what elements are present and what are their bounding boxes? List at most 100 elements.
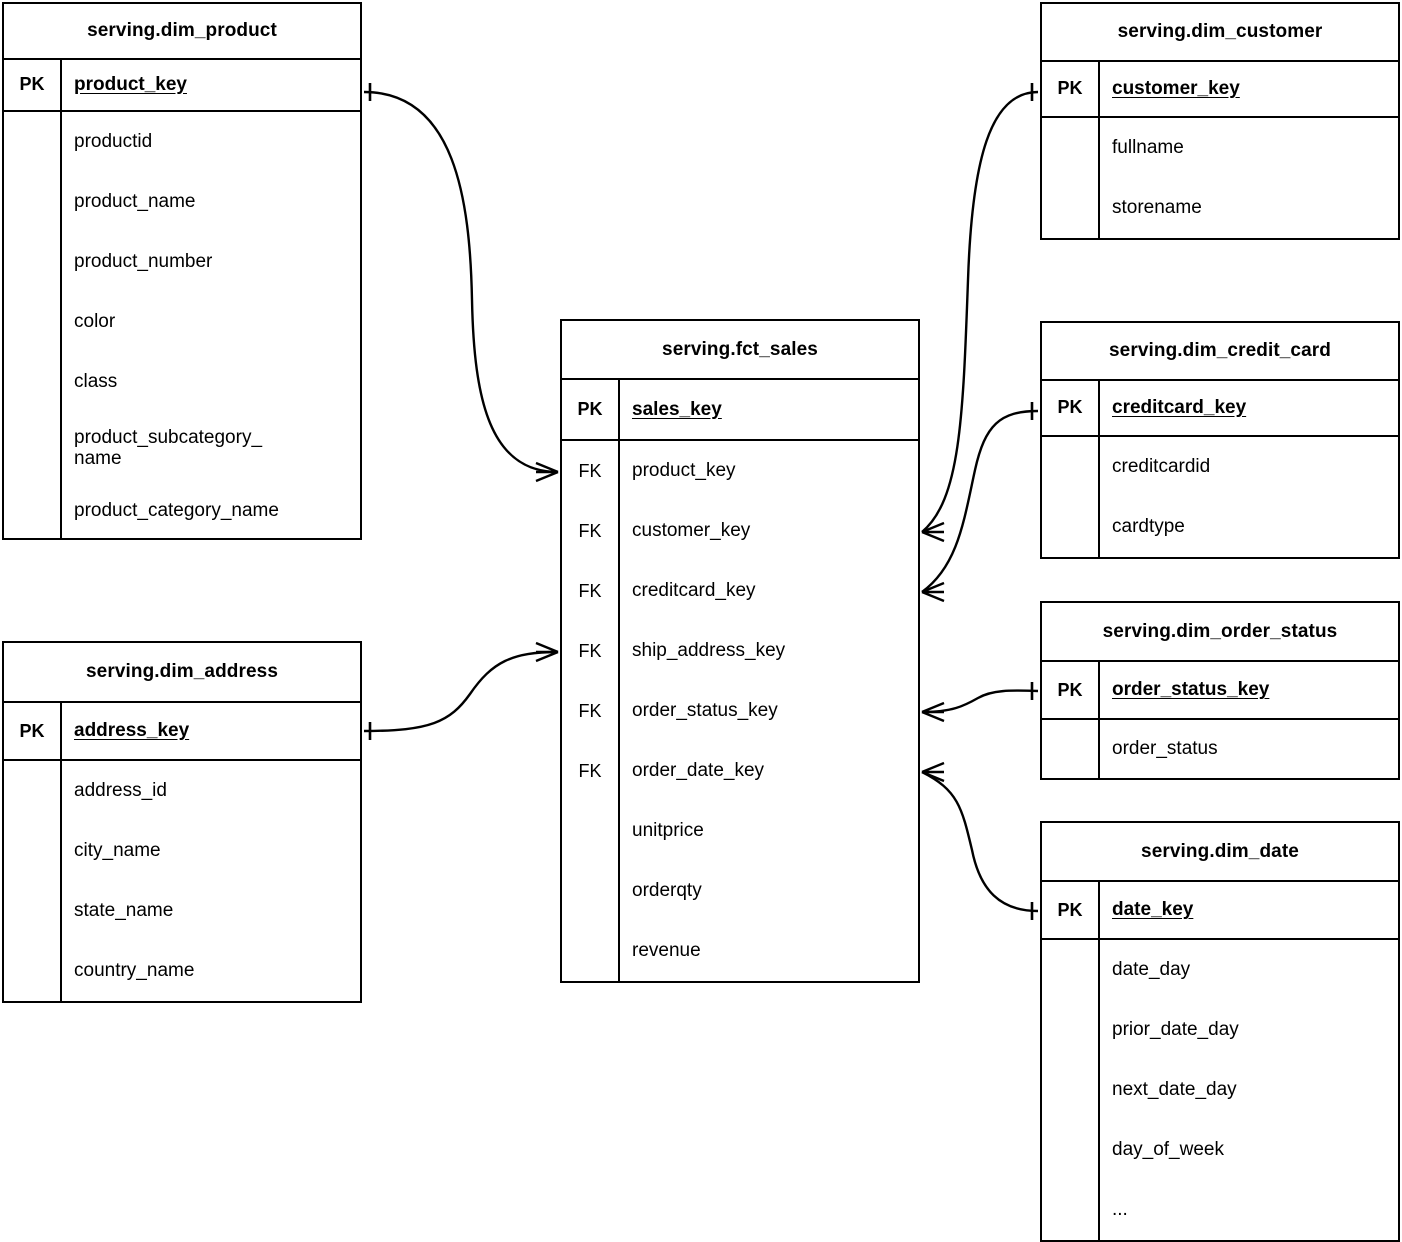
pk-row-dim-order-status: PK order_status_key — [1042, 662, 1398, 720]
relationship-date-to-sales — [921, 761, 1039, 920]
key-column-dim-credit-card — [1042, 437, 1100, 557]
columns-dim-product: productid product_name product_number co… — [62, 112, 360, 538]
pk-column-dim-date: date_key — [1100, 882, 1398, 938]
entity-title-dim-order-status: serving.dim_order_status — [1042, 603, 1398, 663]
key-column-dim-address — [4, 761, 62, 1001]
column-row: creditcard_key — [632, 580, 756, 602]
column-row: ... — [1112, 1199, 1128, 1221]
fk-badge: FK — [578, 700, 602, 721]
pk-column-label-dim-date: date_key — [1112, 899, 1194, 921]
column-row: fullname — [1112, 137, 1184, 159]
body-dim-address: address_id city_name state_name country_… — [4, 761, 360, 1001]
body-dim-date: date_day prior_date_day next_date_day da… — [1042, 940, 1398, 1240]
key-column-fct-sales: FK FK FK FK FK FK — [562, 441, 620, 981]
pk-column-label-dim-credit-card: creditcard_key — [1112, 396, 1247, 418]
column-row: city_name — [74, 840, 161, 862]
entity-dim-customer[interactable]: serving.dim_customer PK customer_key ful… — [1040, 2, 1400, 240]
pk-column-label-dim-product: product_key — [74, 73, 187, 95]
pk-badge-dim-product: PK — [4, 59, 62, 110]
entity-dim-credit-card[interactable]: serving.dim_credit_card PK creditcard_ke… — [1040, 321, 1400, 559]
entity-fct-sales[interactable]: serving.fct_sales PK sales_key FK FK FK … — [560, 319, 920, 983]
pk-column-label-fct-sales: sales_key — [632, 398, 722, 420]
pk-column-label-dim-address: address_key — [74, 720, 190, 741]
entity-dim-address[interactable]: serving.dim_address PK address_key addre… — [2, 641, 362, 1003]
key-column-dim-date — [1042, 940, 1100, 1240]
body-dim-order-status: order_status — [1042, 720, 1398, 778]
pk-column-dim-customer: customer_key — [1100, 62, 1398, 116]
fk-badge: FK — [578, 460, 602, 481]
pk-badge-dim-order-status: PK — [1042, 662, 1100, 718]
pk-column-fct-sales: sales_key — [620, 380, 918, 439]
pk-badge-dim-address: PK — [4, 703, 62, 759]
pk-column-label-dim-customer: customer_key — [1112, 77, 1240, 99]
columns-dim-customer: fullname storename — [1100, 118, 1398, 238]
body-dim-credit-card: creditcardid cardtype — [1042, 437, 1398, 557]
entity-dim-order-status[interactable]: serving.dim_order_status PK order_status… — [1040, 601, 1400, 780]
fk-badge: FK — [578, 580, 602, 601]
key-column-dim-product — [4, 112, 62, 538]
pk-row-dim-product: PK product_key — [4, 59, 360, 112]
pk-column-dim-order-status: order_status_key — [1100, 662, 1398, 718]
fk-badge: FK — [578, 760, 602, 781]
pk-badge-fct-sales: PK — [562, 380, 620, 439]
column-row: order_date_key — [632, 760, 765, 782]
column-row: state_name — [74, 900, 174, 922]
column-row: prior_date_day — [1112, 1019, 1239, 1041]
columns-dim-address: address_id city_name state_name country_… — [62, 761, 360, 1001]
column-row: orderqty — [632, 880, 702, 902]
column-row: order_status — [1112, 738, 1218, 760]
pk-badge-dim-credit-card: PK — [1042, 380, 1100, 435]
column-row: product_name — [74, 191, 196, 213]
column-row: next_date_day — [1112, 1079, 1237, 1101]
key-column-dim-customer — [1042, 118, 1100, 238]
column-row: creditcardid — [1112, 456, 1211, 478]
entity-title-dim-date: serving.dim_date — [1042, 823, 1398, 883]
column-row: productid — [74, 131, 153, 153]
relationship-product-to-sales — [363, 83, 559, 483]
column-row: product_subcategory_ name — [74, 426, 263, 469]
pk-badge-dim-date: PK — [1042, 882, 1100, 938]
entity-title-dim-credit-card: serving.dim_credit_card — [1042, 323, 1398, 381]
pk-badge-dim-customer: PK — [1042, 61, 1100, 116]
relationship-credit-card-to-sales — [921, 402, 1039, 603]
pk-row-dim-address: PK address_key — [4, 703, 360, 761]
fk-badge: FK — [578, 640, 602, 661]
column-row: cardtype — [1112, 516, 1185, 538]
column-row: day_of_week — [1112, 1139, 1224, 1161]
pk-column-label-dim-order-status: order_status_key — [1112, 679, 1270, 701]
column-row: customer_key — [632, 520, 751, 542]
column-row: date_day — [1112, 959, 1191, 981]
fk-badge: FK — [578, 520, 602, 541]
column-row: product_key — [632, 460, 736, 482]
column-row: order_status_key — [632, 700, 778, 722]
column-row: class — [74, 371, 118, 393]
entity-dim-product[interactable]: serving.dim_product PK product_key produ… — [2, 2, 362, 540]
body-dim-customer: fullname storename — [1042, 118, 1398, 238]
pk-row-dim-date: PK date_key — [1042, 882, 1398, 940]
relationship-customer-to-sales — [921, 83, 1039, 543]
pk-row-fct-sales: PK sales_key — [562, 380, 918, 441]
pk-row-dim-credit-card: PK creditcard_key — [1042, 380, 1398, 437]
body-dim-product: productid product_name product_number co… — [4, 112, 360, 538]
key-column-dim-order-status — [1042, 720, 1100, 778]
entity-title-dim-product: serving.dim_product — [4, 4, 360, 60]
column-row: unitprice — [632, 820, 704, 842]
pk-column-dim-address: address_key — [62, 703, 360, 759]
relationship-address-to-sales — [363, 641, 559, 740]
column-row: revenue — [632, 940, 701, 962]
entity-title-fct-sales: serving.fct_sales — [562, 321, 918, 381]
pk-row-dim-customer: PK customer_key — [1042, 61, 1398, 118]
columns-dim-date: date_day prior_date_day next_date_day da… — [1100, 940, 1398, 1240]
columns-dim-order-status: order_status — [1100, 720, 1398, 778]
relationship-order-status-to-sales — [921, 682, 1039, 723]
pk-column-dim-credit-card: creditcard_key — [1100, 381, 1398, 435]
entity-dim-date[interactable]: serving.dim_date PK date_key date_day pr… — [1040, 821, 1400, 1242]
columns-dim-credit-card: creditcardid cardtype — [1100, 437, 1398, 557]
column-row: product_category_name — [74, 500, 279, 522]
column-row: storename — [1112, 197, 1202, 219]
body-fct-sales: FK FK FK FK FK FK product_key customer_k… — [562, 441, 918, 981]
column-row: color — [74, 311, 116, 333]
column-row: country_name — [74, 960, 195, 982]
column-row: address_id — [74, 780, 167, 802]
entity-title-dim-customer: serving.dim_customer — [1042, 4, 1398, 62]
